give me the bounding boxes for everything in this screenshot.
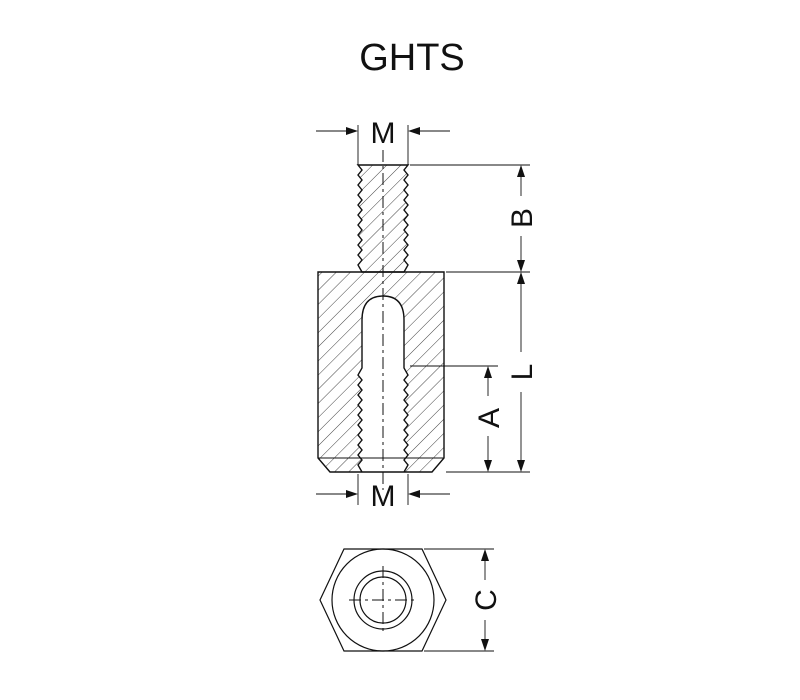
side-section-view [317,150,445,490]
dimension-m-top: M [316,117,450,165]
dimension-l: L [446,272,539,473]
dimension-m-bottom: M [316,474,450,513]
dimension-c: C [424,548,503,652]
label-a: A [473,408,506,428]
dimension-b: B [410,164,539,273]
label-m-top: M [371,117,396,150]
dimension-a: A [410,365,506,472]
drawing-title: GHTS [359,37,465,79]
chamfer-circle [331,548,435,652]
hex-body [317,271,445,473]
label-b: B [506,208,539,228]
hex-outline [319,548,447,652]
label-c: C [470,589,503,611]
label-m-bottom: M [371,480,396,513]
label-l: L [506,364,539,381]
end-view [319,548,447,652]
